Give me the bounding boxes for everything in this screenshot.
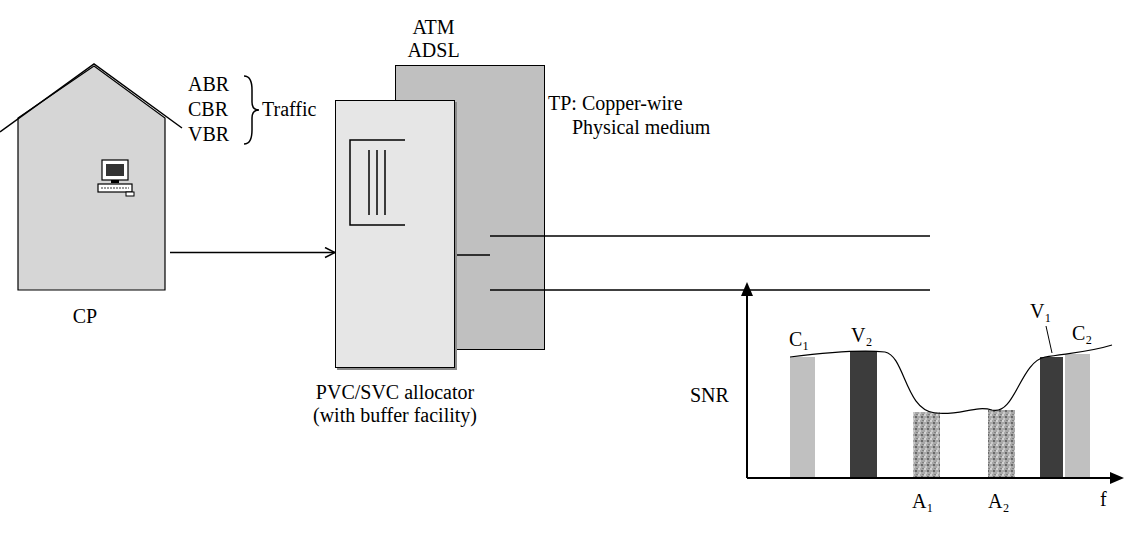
computer-icon [98, 160, 134, 196]
traffic-class: VBR [188, 123, 229, 146]
medium-label: Physical medium [572, 116, 710, 139]
band-label: V₁ [1030, 300, 1051, 323]
a2-band [988, 410, 1015, 478]
house-outline [0, 60, 170, 295]
copper-wire [490, 289, 930, 291]
copper-wire [455, 254, 490, 256]
node-label: CP [45, 305, 125, 328]
copper-wire [490, 235, 930, 237]
buffer-slot [376, 150, 378, 215]
traffic-class: ABR [188, 73, 229, 96]
v1-band [1040, 357, 1063, 478]
snr-curve [790, 345, 1112, 414]
band-label: C₂ [1072, 322, 1092, 345]
traffic-class: CBR [188, 98, 228, 121]
band-label: C₁ [789, 328, 809, 351]
brace [244, 76, 259, 144]
customer-premises-house: CP [0, 60, 170, 335]
v2-band [850, 351, 877, 478]
pvc-svc-allocator-box: PVC/SVC allocator (with buffer facility) [335, 100, 455, 368]
band-label: A₂ [988, 490, 1009, 513]
band-label: V₂ [851, 324, 872, 347]
x-axis [747, 477, 1118, 479]
axis-label: f [1100, 488, 1107, 511]
y-axis [746, 286, 748, 478]
flow-arrow [170, 252, 335, 254]
a1-band [913, 412, 940, 478]
traffic-label: Traffic [262, 98, 316, 121]
buffer-slot [368, 150, 370, 215]
buffer-slot [384, 150, 386, 215]
c2-band [1065, 354, 1090, 478]
axis-arrow [1110, 472, 1124, 484]
band-label: A₁ [912, 490, 933, 513]
c1-band [790, 357, 815, 478]
node-label: PVC/SVC allocator (with buffer facility) [300, 381, 490, 427]
node-label: ATM ADSL [396, 16, 471, 62]
axis-label: SNR [690, 384, 729, 407]
house-roof [0, 64, 182, 132]
axis-arrow [741, 282, 753, 296]
medium-label: TP: Copper-wire [548, 92, 683, 115]
leader-line [1046, 326, 1052, 353]
buffer-frame [350, 140, 405, 225]
buffer-symbol [335, 100, 455, 368]
